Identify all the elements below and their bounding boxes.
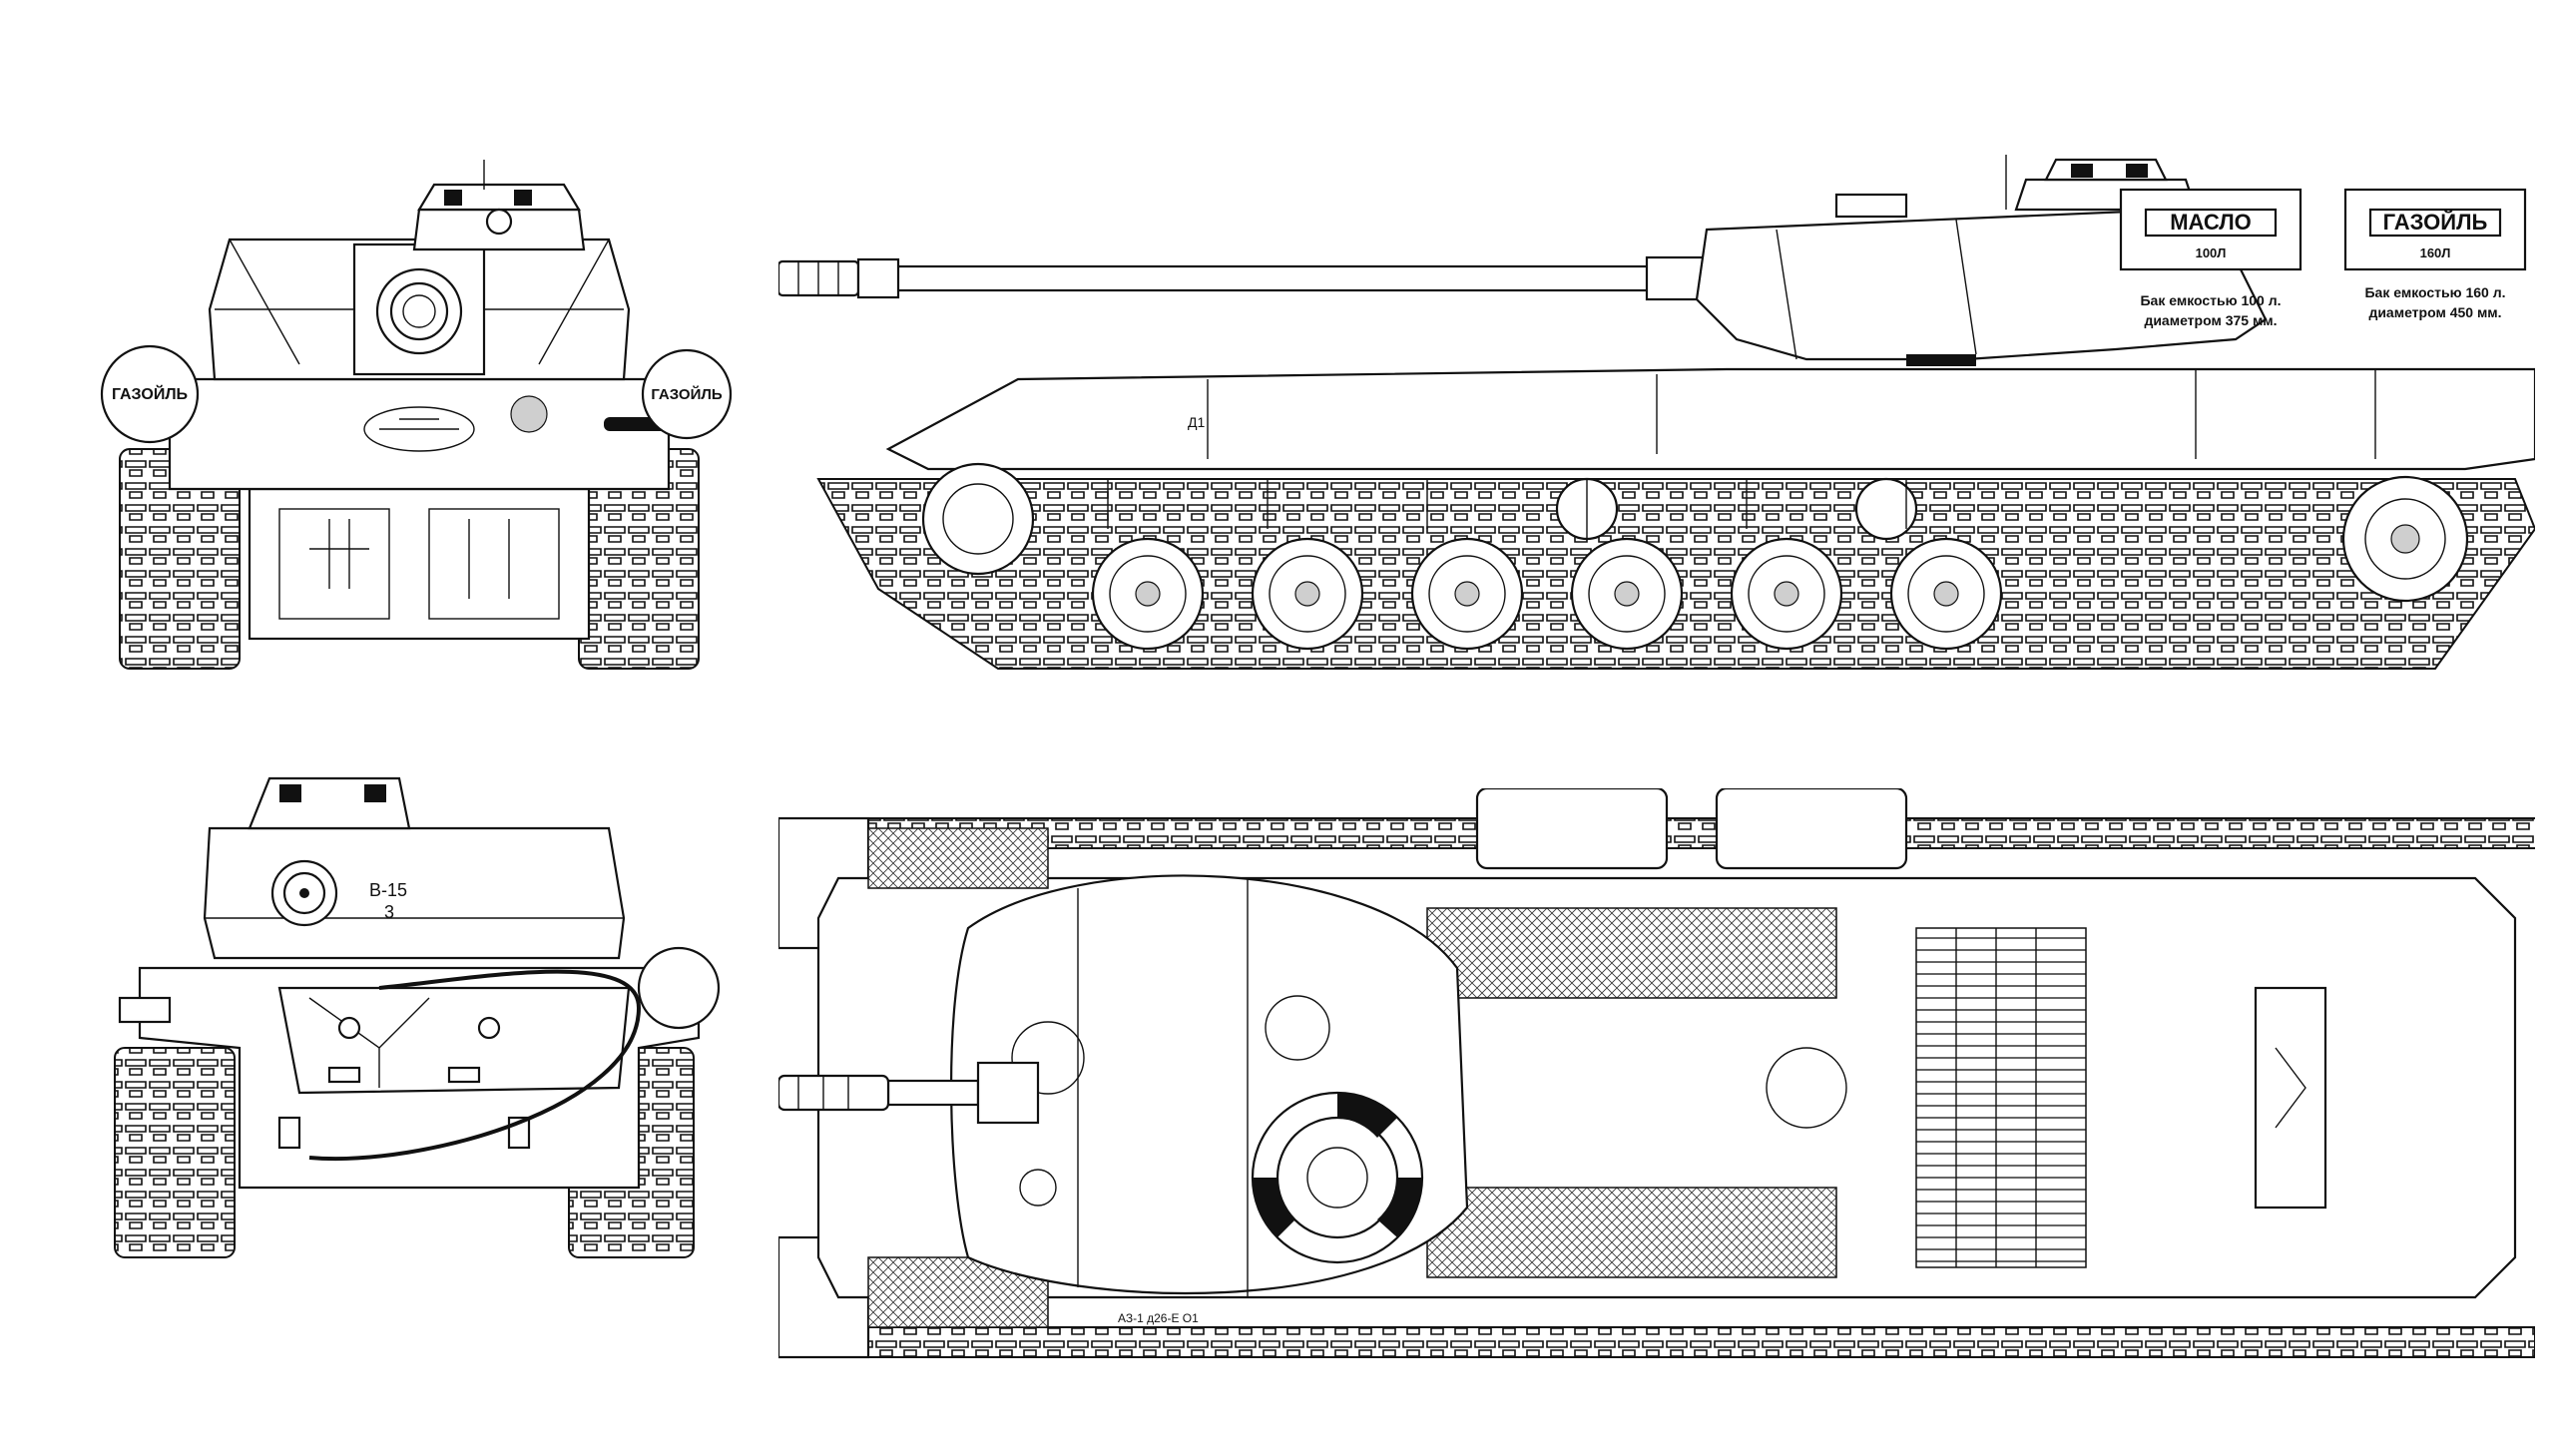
turret-marking-line2: 3	[384, 902, 394, 922]
fuel-tank-capacity: 160Л	[2420, 245, 2451, 260]
right-fuel-drum-label: ГАЗОЙЛЬ	[651, 385, 723, 403]
right-fuel-drum: ГАЗОЙЛЬ	[641, 348, 733, 440]
oil-tank-caption-2: диаметром 375 мм.	[2144, 312, 2277, 328]
top-view: АЗ-1 д26-Е О1	[778, 788, 2535, 1387]
mesh-panel-front	[867, 827, 1049, 889]
oil-tank-caption-1: Бак емкостью 100 л.	[2140, 292, 2281, 308]
fuel-tank-caption-1: Бак емкостью 160 л.	[2364, 284, 2505, 300]
hull-marking: Д1	[1188, 414, 1205, 430]
side-gun	[778, 255, 1709, 301]
side-view: Д1 МАСЛО 100Л Бак емкост	[778, 150, 2535, 709]
deck-marking: АЗ-1 д26-Е О1	[1118, 1311, 1199, 1325]
fuel-tank-name: ГАЗОЙЛЬ	[2383, 210, 2488, 235]
legend-oil-tank: МАСЛО 100Л Бак емкостью 100 л. диаметром…	[2119, 188, 2302, 328]
left-fuel-drum-label: ГАЗОЙЛЬ	[112, 384, 188, 403]
road-wheels	[1091, 537, 2003, 651]
top-right-track	[778, 1326, 2535, 1358]
rear-fuel-drum	[637, 946, 721, 1030]
turret-marking-line1: В-15	[369, 880, 407, 900]
rear-left-track	[114, 1047, 236, 1258]
lower-hull	[248, 487, 591, 641]
rear-turret	[203, 826, 626, 960]
front-view: ГАЗОЙЛЬ ГАЗОЙЛЬ	[100, 150, 739, 689]
return-roller-2	[1854, 477, 1918, 541]
idler-wheel	[921, 462, 1035, 576]
legend-fuel-tank: ГАЗОЙЛЬ 160Л Бак емкостью 160 л. диаметр…	[2343, 188, 2527, 320]
engine-grille	[1915, 927, 2087, 1268]
top-cupola	[1251, 1091, 1424, 1264]
top-gun	[778, 1061, 1040, 1125]
fuel-tank-caption-2: диаметром 450 мм.	[2368, 304, 2501, 320]
tow-cable	[308, 969, 642, 1161]
rear-view: В-15 3	[100, 748, 739, 1277]
oil-tank-capacity: 100Л	[2196, 245, 2227, 260]
upper-hull	[168, 377, 671, 491]
oil-tank-name: МАСЛО	[2170, 210, 2252, 235]
side-upper-hull	[885, 367, 2535, 471]
left-fuel-drum: ГАЗОЙЛЬ	[100, 344, 200, 444]
